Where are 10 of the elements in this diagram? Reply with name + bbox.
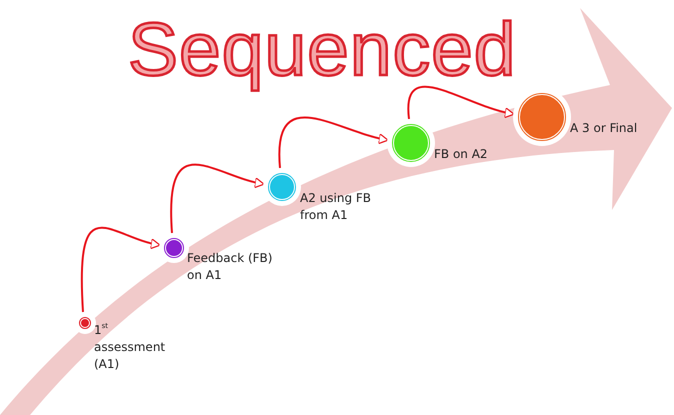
curved-arrow: [278, 116, 389, 168]
title: Sequenced: [128, 6, 517, 93]
step-label: 1$^{st}$ assessment (A1): [94, 321, 166, 373]
step-label: Feedback (FB) on A1: [187, 250, 274, 284]
step-label: FB on A2: [434, 146, 489, 163]
step-label: A 3 or Final: [570, 120, 638, 137]
step-label: A2 using FB from A1: [300, 190, 372, 224]
curved-arrow: [170, 164, 265, 234]
curved-arrow: [80, 226, 161, 312]
curved-arrow: [407, 86, 515, 120]
